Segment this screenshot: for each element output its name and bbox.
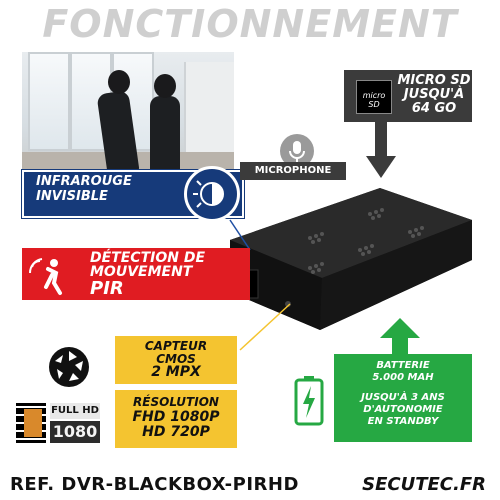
fullhd-badge: FULL HD 1080 — [16, 403, 102, 443]
intruder-head — [108, 70, 130, 94]
battery-line2: 5.000 MAH — [372, 372, 434, 383]
sd-card-icon: micro SD — [356, 80, 392, 114]
infrared-label: INFRAROUGE INVISIBLE — [36, 174, 176, 204]
battery-label: BATTERIE 5.000 MAH JUSQU'À 3 ANS D'AUTON… — [338, 360, 468, 428]
microsd-line2: JUSQU'À — [403, 87, 465, 102]
arrow-up-icon — [380, 318, 420, 358]
window — [28, 52, 70, 151]
microsd-line3: 64 GO — [411, 101, 457, 116]
intruder-body — [150, 96, 180, 182]
fullhd-bottom: 1080 — [50, 421, 100, 443]
pir-line1: DÉTECTION DE — [90, 250, 206, 266]
pir-line2: MOUVEMENT — [90, 264, 193, 280]
fullhd-top: FULL HD — [50, 403, 100, 419]
arrow-down-icon — [366, 122, 396, 178]
battery-line5: EN STANDBY — [367, 416, 439, 427]
microphone-label: MICROPHONE — [240, 162, 346, 180]
resolution-callout: RÉSOLUTION FHD 1080P HD 720P — [115, 390, 237, 448]
infrared-line1: INFRAROUGE — [36, 174, 132, 189]
battery-line1: BATTERIE — [376, 360, 430, 371]
pir-label: DÉTECTION DE MOUVEMENT PIR — [90, 251, 250, 298]
infrared-line2: INVISIBLE — [36, 189, 108, 204]
blackbox-device — [229, 188, 472, 351]
microsd-line1: MICRO SD — [397, 73, 471, 88]
battery-line3: JUSQU'À 3 ANS — [361, 392, 445, 403]
page-title: FONCTIONNEMENT — [42, 2, 458, 46]
pir-line3: PIR — [90, 278, 124, 299]
aperture-icon — [49, 347, 89, 387]
film-frame — [24, 409, 42, 437]
reference-label: REF. DVR-BLACKBOX-PIRHD — [10, 474, 299, 495]
sd-card-label: micro SD — [362, 91, 386, 109]
resolution-line3: HD 720P — [142, 424, 210, 440]
battery-line4: D'AUTONOMIE — [363, 404, 443, 415]
infrared-icon — [184, 166, 240, 222]
resolution-line2: FHD 1080P — [132, 409, 220, 425]
sensor-line2: CMOS — [156, 352, 196, 366]
resolution-line1: RÉSOLUTION — [133, 395, 219, 409]
battery-callout — [334, 354, 472, 442]
sensor-callout: CAPTEUR CMOS 2 MPX — [115, 336, 237, 384]
microsd-label: MICRO SD JUSQU'À 64 GO — [396, 74, 472, 116]
battery-icon — [294, 376, 324, 426]
sensor-line1: CAPTEUR — [144, 339, 208, 353]
motion-icon — [28, 258, 62, 295]
intruder-head — [154, 74, 176, 98]
sensor-line3: 2 MPX — [151, 364, 201, 380]
website-label: SECUTEC.FR — [362, 474, 486, 495]
